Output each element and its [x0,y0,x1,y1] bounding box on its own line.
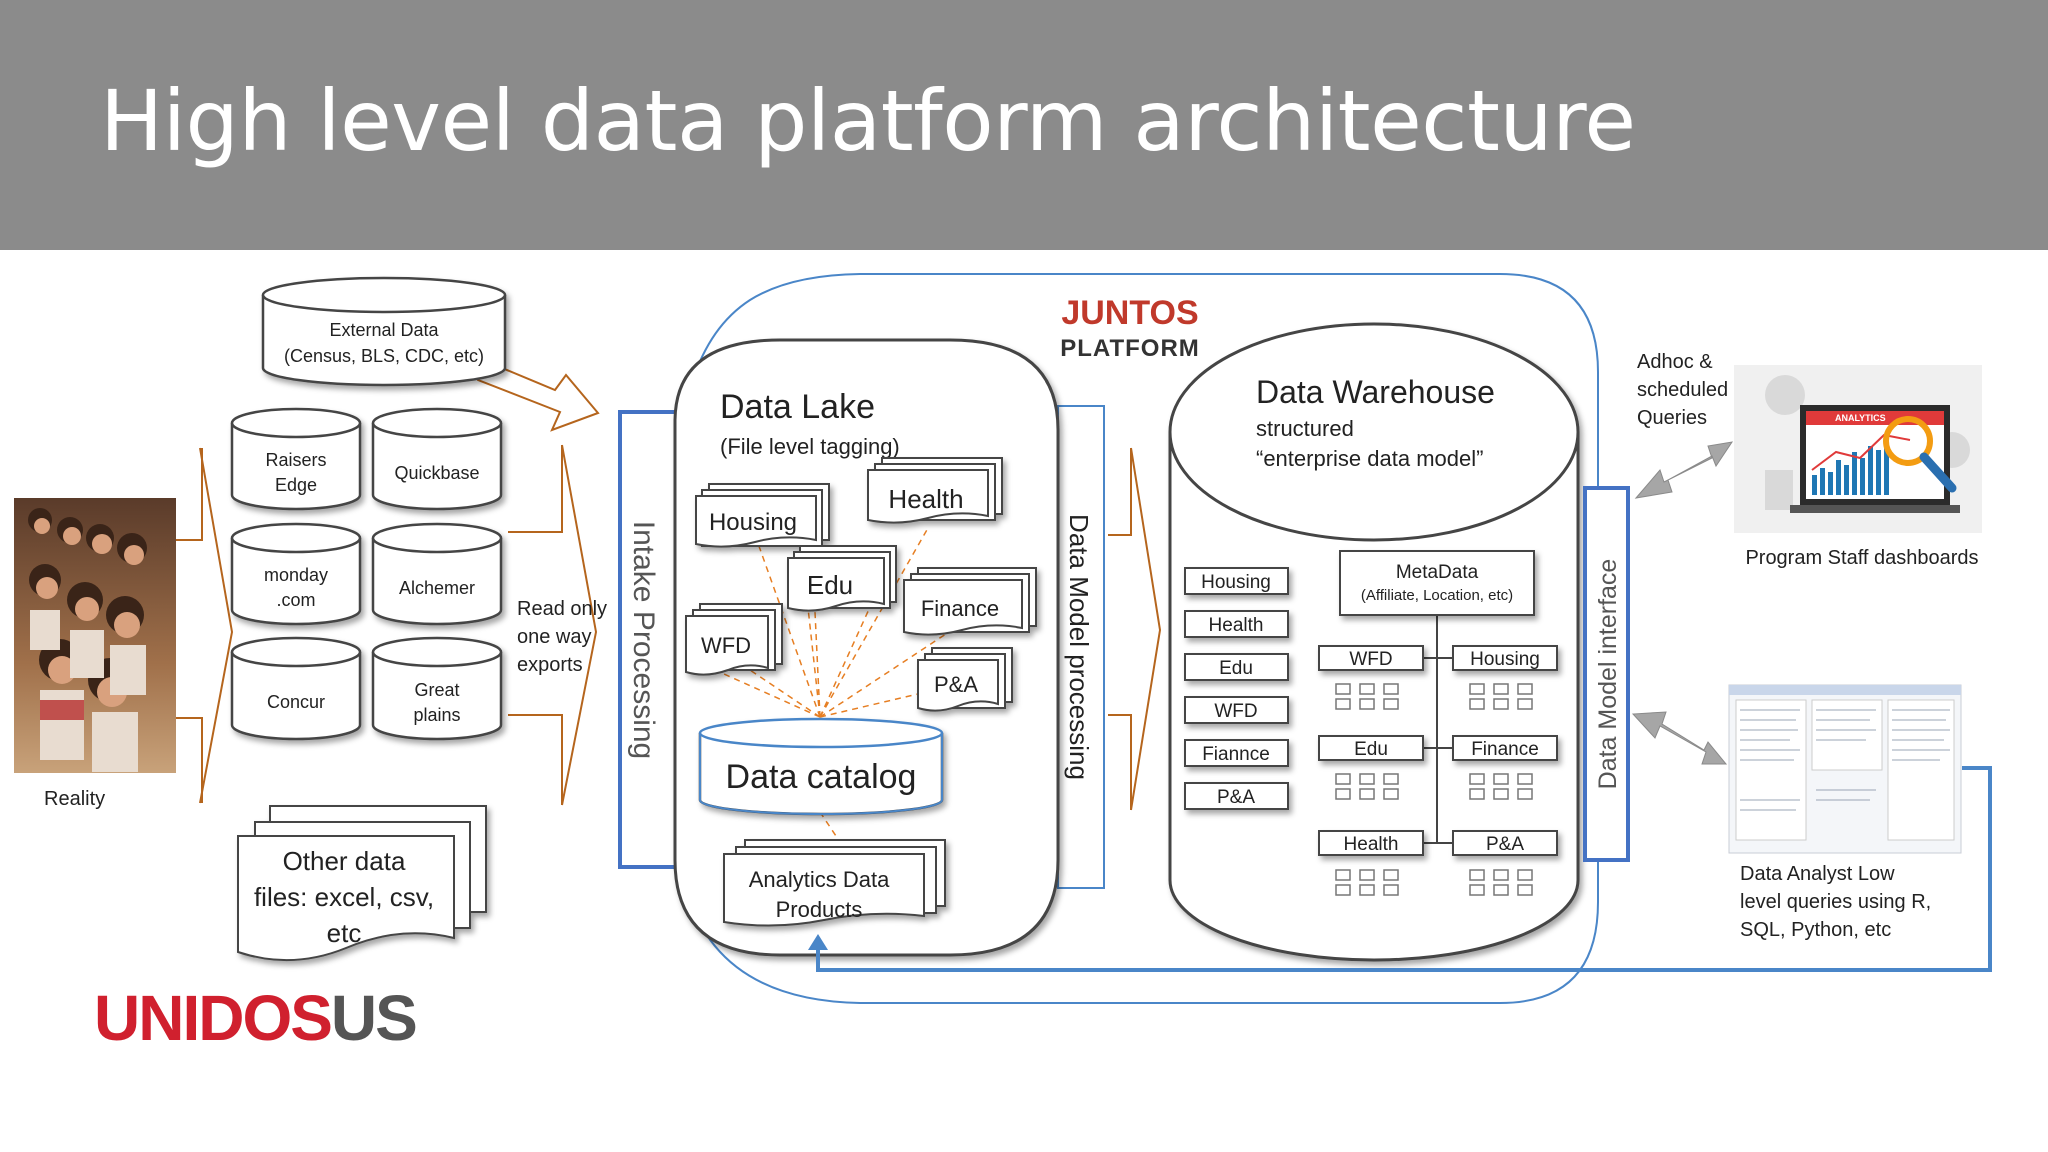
external-data-line1: External Data [329,320,439,340]
slide-header: High level data platform architecture [0,0,2048,250]
node-housing: Housing [1470,649,1540,670]
dashboard-double-arrow [1634,441,1734,499]
reality-photo [14,498,176,773]
exports-line1: Read only [517,598,607,620]
warehouse-line1: structured [1256,416,1354,441]
lake-doc-health: Health [888,484,963,514]
juntos-sub: PLATFORM [1060,335,1200,362]
source-alchemer: Alchemer [399,578,475,598]
analyst-line3: SQL, Python, etc [1740,919,1891,941]
source-great-plains-line2: plains [413,705,460,725]
other-files-line1: Other data [283,846,406,876]
schema-icons [1335,683,1533,896]
exports-line2: one way [517,626,592,648]
unidosus-logo: UNIDOSUS [94,982,418,1054]
node-wfd: WFD [1349,649,1392,670]
warehouse-tag-wfd: WFD [1214,701,1257,722]
analytics-products-stack [723,839,946,927]
warehouse-tag-pa: P&A [1217,787,1255,808]
data-model-processing-bar [1057,405,1105,889]
data-lake-title: Data Lake [720,388,875,426]
lake-doc-finance: Finance [921,596,999,621]
metadata-box [1339,550,1535,616]
analytics-products-line1: Analytics Data [749,867,890,892]
source-concur: Concur [267,692,325,712]
lake-doc-wfd: WFD [701,633,751,658]
external-data-line2: (Census, BLS, CDC, etc) [284,346,484,366]
data-model-interface-label: Data Model interface [1594,559,1622,790]
lake-doc-edu: Edu [807,570,853,600]
queries-line3: Queries [1637,407,1707,429]
dashboard-badge: ANALYTICS [1835,413,1886,423]
node-edu: Edu [1354,739,1388,760]
source-monday-line1: monday [264,565,328,585]
data-model-interface-bar [1583,486,1630,862]
data-model-processing-label: Data Model processing [1064,514,1094,780]
analyst-line1: Data Analyst Low [1740,863,1895,885]
data-lake-subtitle: (File level tagging) [720,434,900,459]
warehouse-nodes [1318,645,1558,856]
data-catalog-cylinder [698,717,944,816]
lake-documents [685,457,1037,712]
warehouse-tags [1184,567,1289,810]
data-catalog-label: Data catalog [726,758,917,796]
node-health: Health [1344,834,1399,855]
queries-line1: Adhoc & [1637,351,1713,373]
source-raisers-line1: Raisers [265,450,326,470]
analyst-double-arrow [1631,711,1728,765]
lake-doc-pa: P&A [934,672,978,697]
data-warehouse-cylinder [1168,322,1580,962]
warehouse-line2: “enterprise data model” [1256,446,1483,471]
analyst-line2: level queries using R, [1740,891,1931,913]
dashboards-label: Program Staff dashboards [1745,547,1978,569]
node-finance: Finance [1471,739,1539,760]
warehouse-tag-edu: Edu [1219,658,1253,679]
queries-line2: scheduled [1637,379,1728,401]
node-pa: P&A [1486,834,1524,855]
warehouse-tag-housing: Housing [1201,572,1271,593]
dashboard-image: ANALYTICS [1734,365,1982,533]
metadata-title: MetaData [1396,562,1479,583]
warehouse-tag-health: Health [1209,615,1264,636]
source-raisers-line2: Edge [275,475,317,495]
analyst-screenshot [1728,684,1962,854]
reality-label: Reality [44,788,105,810]
slide-title: High level data platform architecture [100,72,1636,170]
juntos-platform-boundary [676,273,1599,1004]
other-files-line2: files: excel, csv, [254,882,434,912]
other-files-line3: etc [327,918,362,948]
external-data-cylinder [261,276,507,387]
intake-processing-label: Intake Processing [627,521,660,759]
feedback-arrowhead [808,934,828,950]
warehouse-title: Data Warehouse [1256,374,1495,410]
intake-processing-bar [618,410,678,869]
source-great-plains-line1: Great [414,680,459,700]
other-data-files-stack [237,805,487,962]
source-cylinders [230,407,503,741]
svg-text:UNIDOSUS: UNIDOSUS [94,982,416,1054]
source-monday-line2: .com [276,590,315,610]
metadata-sub: (Affiliate, Location, etc) [1361,587,1513,604]
juntos-name: JUNTOS [1061,294,1198,332]
analytics-products-line2: Products [776,897,863,922]
warehouse-tag-fiannce: Fiannce [1202,744,1270,765]
feedback-line [816,766,1992,972]
source-quickbase: Quickbase [394,463,479,483]
lake-doc-housing: Housing [709,509,797,536]
exports-line3: exports [517,654,583,676]
